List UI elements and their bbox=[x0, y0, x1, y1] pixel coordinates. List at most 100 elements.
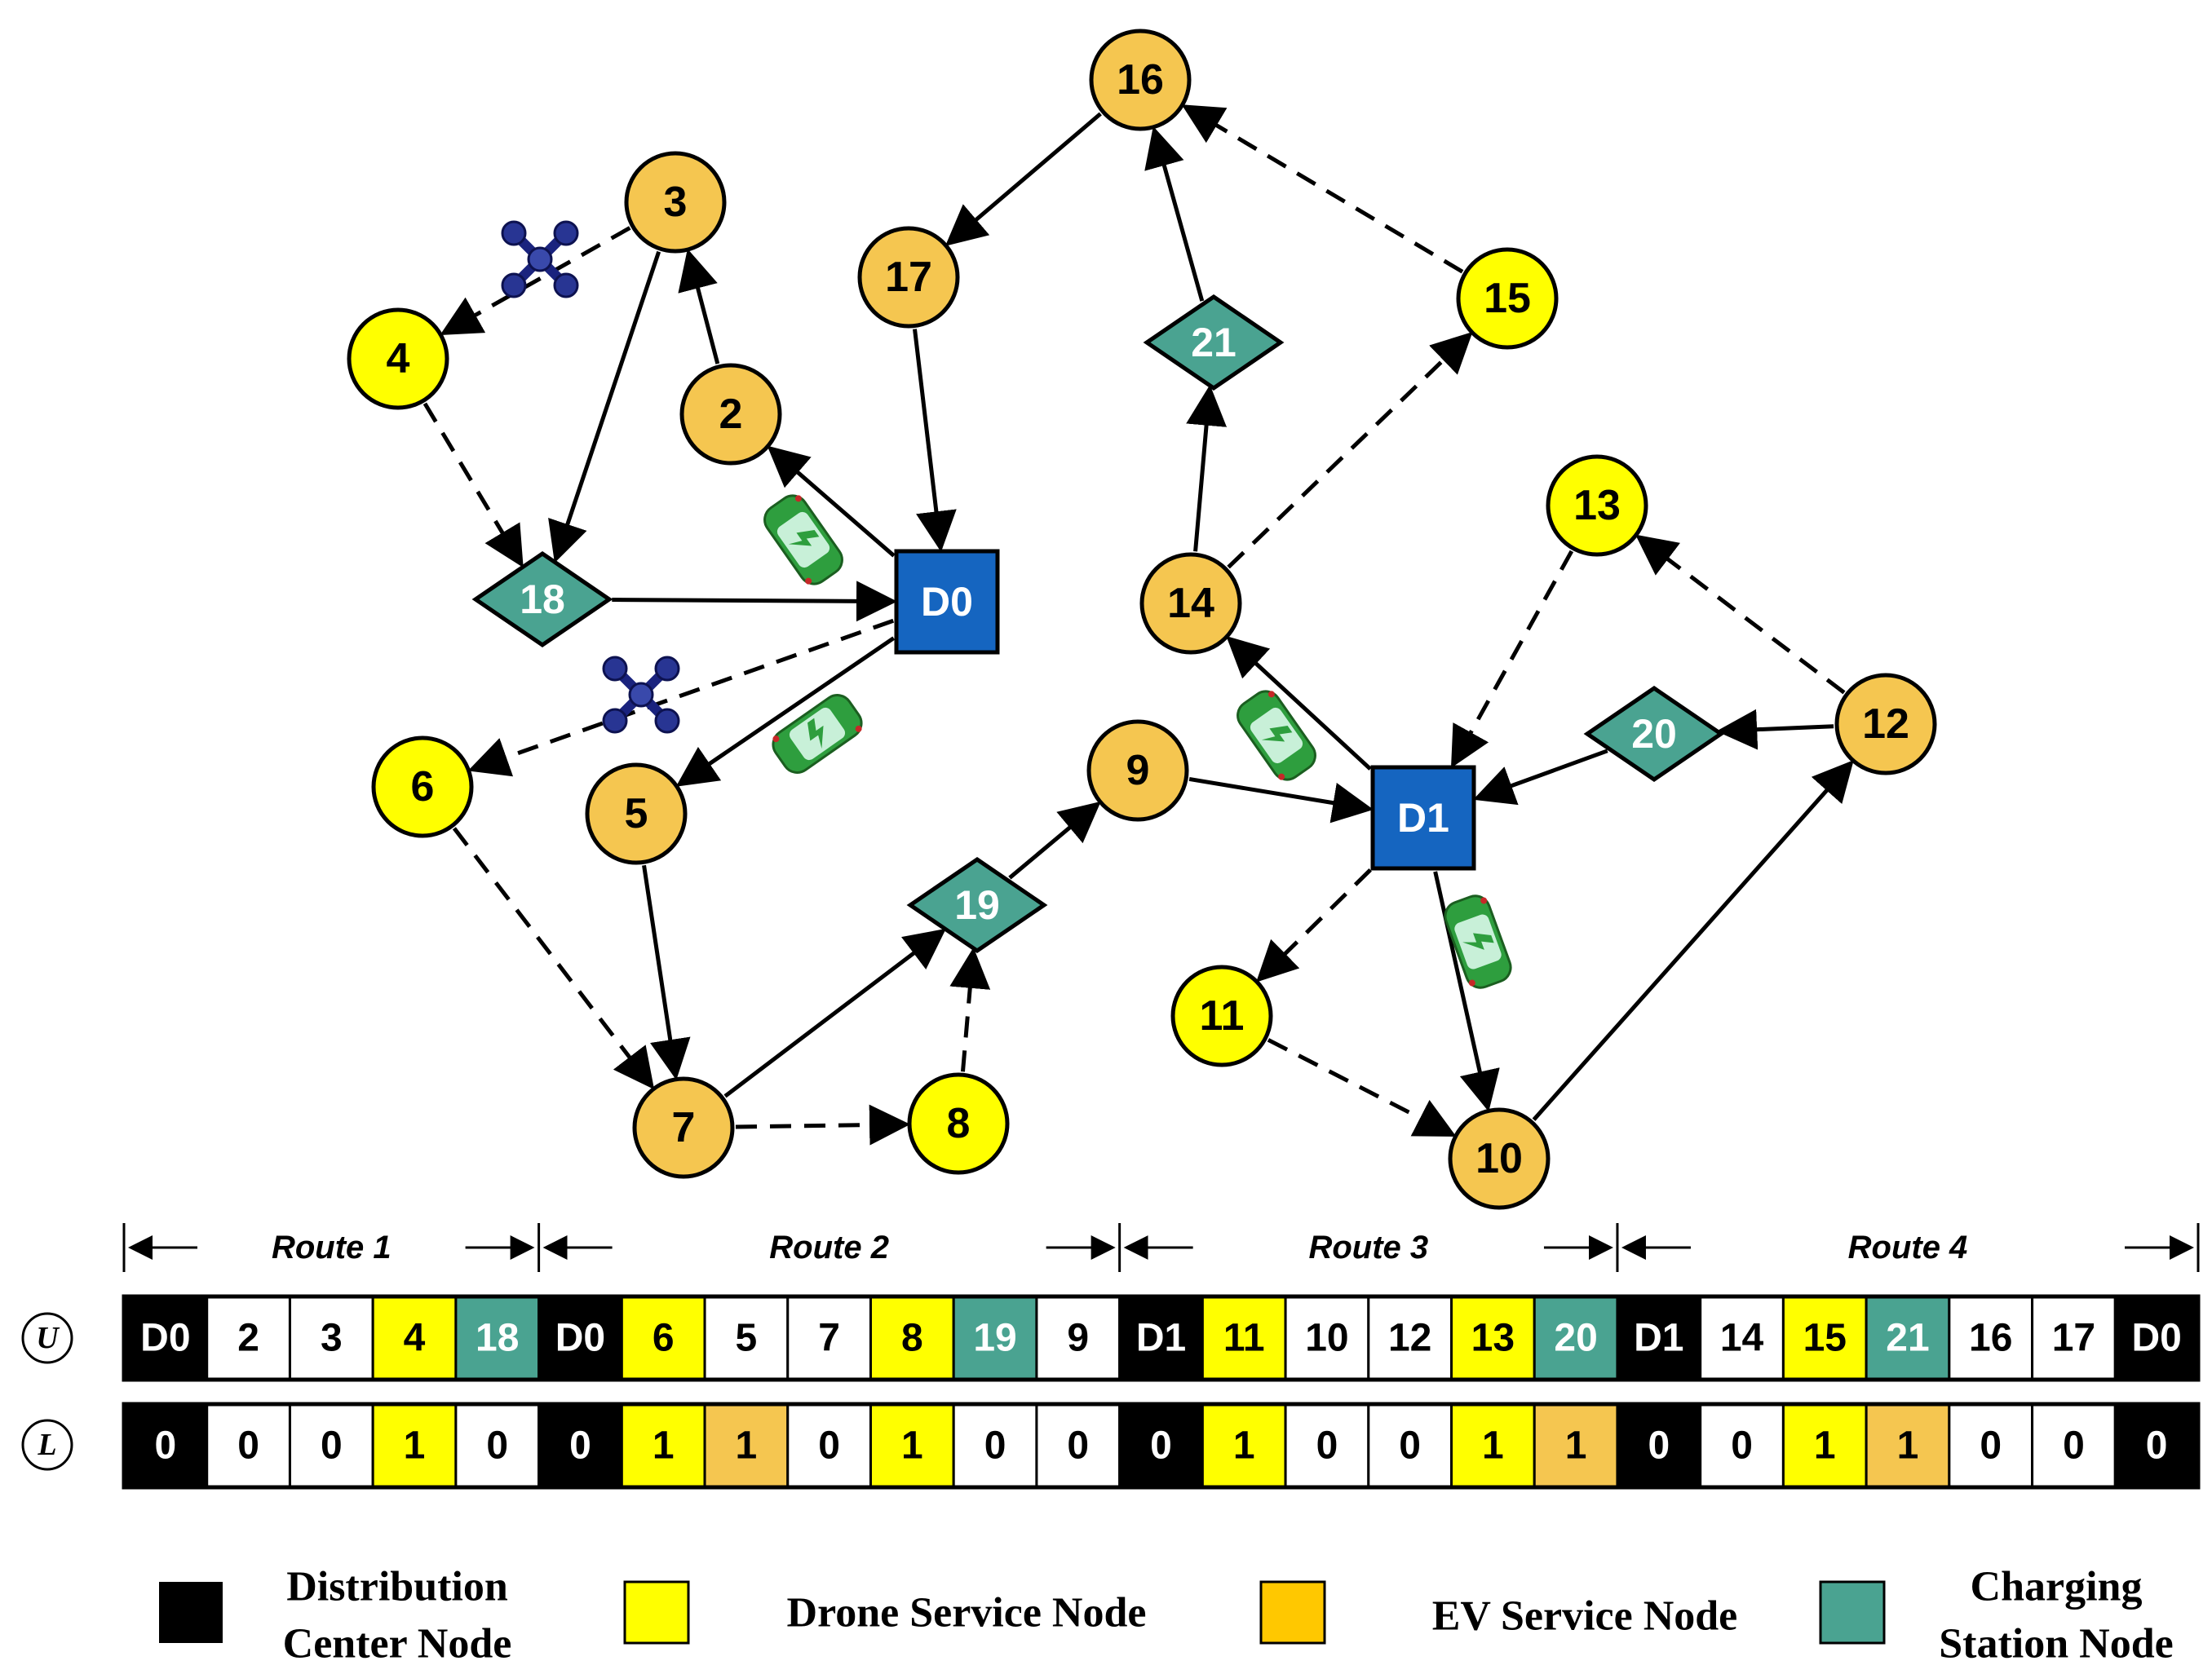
station-label: 20 bbox=[1631, 711, 1677, 757]
l-row-cell-bg bbox=[1699, 1402, 1785, 1489]
u-row-cell-text: 18 bbox=[476, 1317, 519, 1360]
u-row-frame bbox=[122, 1294, 2201, 1382]
l-row-cell: 0 bbox=[538, 1402, 623, 1489]
l-row-cell: 1 bbox=[1865, 1402, 1951, 1489]
node-3: 3 bbox=[624, 151, 727, 254]
l-row-cell-text: 0 bbox=[1648, 1424, 1670, 1468]
station-20: 20 bbox=[1583, 685, 1725, 783]
u-row-cell-text: 15 bbox=[1803, 1317, 1847, 1360]
drone-node-circle bbox=[371, 735, 474, 838]
u-row-cell: 13 bbox=[1450, 1295, 1536, 1381]
edge-3-to-18 bbox=[548, 250, 661, 563]
l-row-cell-text: 0 bbox=[1399, 1424, 1421, 1468]
node-17: 17 bbox=[857, 226, 960, 329]
l-row-cell-text: 0 bbox=[1980, 1424, 2002, 1468]
legend-swatch-drone bbox=[623, 1580, 690, 1645]
l-row-frame bbox=[122, 1402, 2201, 1490]
u-row-cell-bg bbox=[1616, 1295, 1702, 1381]
edge-12-to-13 bbox=[1635, 534, 1846, 695]
l-row-cell-bg bbox=[206, 1402, 291, 1489]
edge-3-to-4 bbox=[440, 226, 631, 335]
u-row-cell-text: 9 bbox=[1067, 1317, 1089, 1360]
l-row-cell: 0 bbox=[786, 1402, 872, 1489]
station-diamond bbox=[906, 856, 1048, 954]
l-row-cell: 0 bbox=[1616, 1402, 1702, 1489]
legend-center-line2: Center Node bbox=[283, 1621, 512, 1667]
legend-center-line1: Distribution bbox=[286, 1564, 508, 1610]
u-row-cell-text: 3 bbox=[321, 1317, 343, 1360]
edge-18-to-D0 bbox=[612, 581, 898, 622]
node-10: 10 bbox=[1448, 1107, 1551, 1210]
l-row-cell-bg bbox=[869, 1402, 955, 1489]
station-diamond bbox=[1583, 685, 1725, 783]
u-row-cell-text: 12 bbox=[1388, 1317, 1431, 1360]
u-row-cell-bg bbox=[2031, 1295, 2117, 1381]
edge-D1-to-10 bbox=[1433, 871, 1500, 1112]
station-label: 18 bbox=[520, 576, 565, 622]
l-row-cell: 1 bbox=[620, 1402, 706, 1489]
node-label: 3 bbox=[664, 179, 688, 226]
edge-14-to-15 bbox=[1227, 331, 1473, 569]
u-row-cell-bg bbox=[952, 1295, 1038, 1381]
ev-node-circle bbox=[1448, 1107, 1551, 1210]
u-row-cell: D0 bbox=[122, 1295, 209, 1381]
l-row-cell: 1 bbox=[703, 1402, 790, 1489]
node-label: 9 bbox=[1126, 747, 1150, 794]
l-row-cell: 1 bbox=[1201, 1402, 1287, 1489]
l-row-cell-text: 1 bbox=[1233, 1424, 1255, 1468]
u-row-label: U bbox=[21, 1312, 73, 1364]
edge-5-to-7 bbox=[642, 864, 691, 1080]
l-row-cell: 1 bbox=[1781, 1402, 1868, 1489]
u-row-cell: 7 bbox=[786, 1295, 872, 1381]
l-row-cell-bg bbox=[371, 1402, 458, 1489]
u-row-cell: D1 bbox=[1118, 1295, 1204, 1381]
node-label: 14 bbox=[1167, 580, 1214, 627]
depot-square bbox=[894, 549, 1000, 655]
node-16: 16 bbox=[1089, 29, 1192, 131]
l-row-cell-text: 0 bbox=[155, 1424, 177, 1468]
l-row-cell-bg bbox=[786, 1402, 872, 1489]
u-row-cell-text: D1 bbox=[1634, 1317, 1683, 1360]
l-row-cell-text: 1 bbox=[1814, 1424, 1836, 1468]
u-row-cell: 10 bbox=[1284, 1295, 1370, 1381]
l-row-cell: 0 bbox=[1035, 1402, 1121, 1489]
u-row-cell-text: 19 bbox=[973, 1317, 1016, 1360]
edge-19-to-9 bbox=[1008, 801, 1101, 880]
station-21: 21 bbox=[1143, 294, 1285, 391]
l-row-cell: 0 bbox=[1118, 1402, 1204, 1489]
depot-label: D0 bbox=[921, 579, 973, 625]
node-label: 4 bbox=[387, 335, 410, 382]
u-row-cell-text: 4 bbox=[404, 1317, 426, 1360]
ev-node-circle bbox=[1139, 552, 1242, 655]
electric-car-icon bbox=[766, 688, 869, 780]
l-row-cell-bg bbox=[1533, 1402, 1619, 1489]
u-row-cell-text: 7 bbox=[818, 1317, 840, 1360]
node-label: 6 bbox=[411, 763, 435, 810]
edge-D1-to-11 bbox=[1256, 868, 1372, 983]
station-18: 18 bbox=[471, 550, 613, 648]
u-row-cell: D1 bbox=[1616, 1295, 1702, 1381]
node-label: 16 bbox=[1117, 56, 1164, 104]
l-row-cell: 0 bbox=[1284, 1402, 1370, 1489]
edge-15-to-16 bbox=[1181, 104, 1464, 274]
l-row-cell-text: 1 bbox=[1482, 1424, 1504, 1468]
u-row-cell-text: 5 bbox=[736, 1317, 758, 1360]
u-row-cell: 12 bbox=[1367, 1295, 1453, 1381]
u-row-cell-text: D0 bbox=[140, 1317, 190, 1360]
u-row-cell: 11 bbox=[1201, 1295, 1287, 1381]
node-label: 8 bbox=[947, 1100, 971, 1147]
l-row-cell: 1 bbox=[1533, 1402, 1619, 1489]
u-row-cell: 2 bbox=[206, 1295, 291, 1381]
node-label: 2 bbox=[719, 391, 743, 438]
drone-icon bbox=[604, 657, 679, 732]
u-row-cell-text: 2 bbox=[237, 1317, 259, 1360]
node-12: 12 bbox=[1834, 673, 1937, 775]
edge-16-to-17 bbox=[945, 112, 1102, 246]
node-label: 12 bbox=[1862, 700, 1909, 748]
u-row-cell: 21 bbox=[1865, 1295, 1951, 1381]
drone-node-circle bbox=[1170, 965, 1273, 1067]
node-label: 10 bbox=[1475, 1135, 1523, 1182]
legend-swatch-station bbox=[1819, 1580, 1886, 1645]
